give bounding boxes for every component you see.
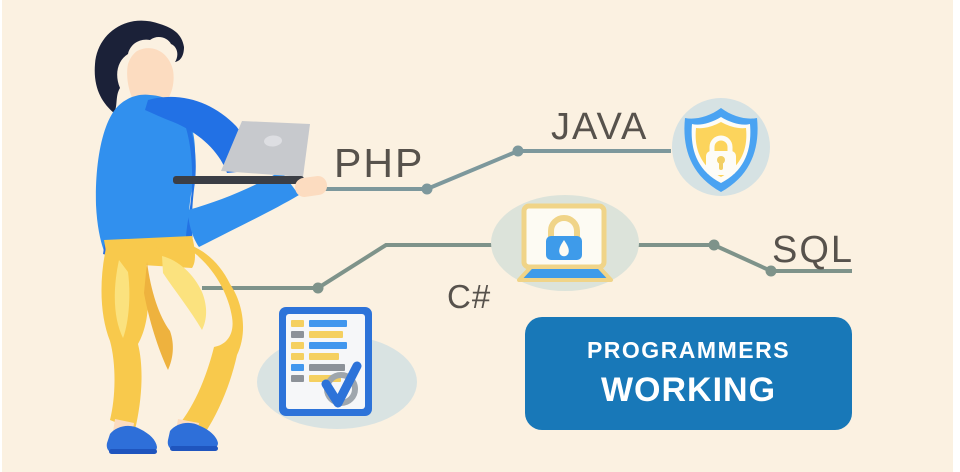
label-sql: SQL xyxy=(772,229,854,271)
connector-php-java xyxy=(304,145,671,195)
laptop xyxy=(173,121,310,184)
pants-shadow xyxy=(144,262,173,370)
shoes xyxy=(106,422,218,454)
canvas-edge-right xyxy=(953,0,960,472)
hand xyxy=(295,176,328,197)
node-dot xyxy=(312,282,324,294)
near-arm xyxy=(188,171,299,247)
torso-sweater xyxy=(95,94,196,255)
programmer-figure xyxy=(94,20,328,454)
pants-highlight xyxy=(162,256,207,330)
shield-lock-icon xyxy=(672,98,770,196)
node-dot xyxy=(512,145,524,157)
checkmark-icon xyxy=(321,361,362,408)
node-dot xyxy=(708,239,720,251)
banner-line-1: PROGRAMMERS xyxy=(586,337,791,363)
label-java: JAVA xyxy=(551,106,648,148)
node-dot xyxy=(421,183,433,195)
banner-line-2: WORKING xyxy=(600,371,777,409)
node-dot xyxy=(765,265,777,277)
pants xyxy=(101,236,244,433)
far-arm xyxy=(145,96,247,173)
laptop-logo xyxy=(264,135,282,147)
label-php: PHP xyxy=(334,140,424,186)
checklist-icon xyxy=(257,307,417,429)
title-banner: PROGRAMMERS WORKING xyxy=(525,317,852,430)
pants-highlight xyxy=(114,260,130,338)
hair xyxy=(94,20,184,113)
laptop-lock-icon xyxy=(491,195,639,291)
label-csharp: C# xyxy=(447,278,491,315)
torso-shade xyxy=(185,126,196,247)
canvas-edge-left xyxy=(0,0,2,472)
